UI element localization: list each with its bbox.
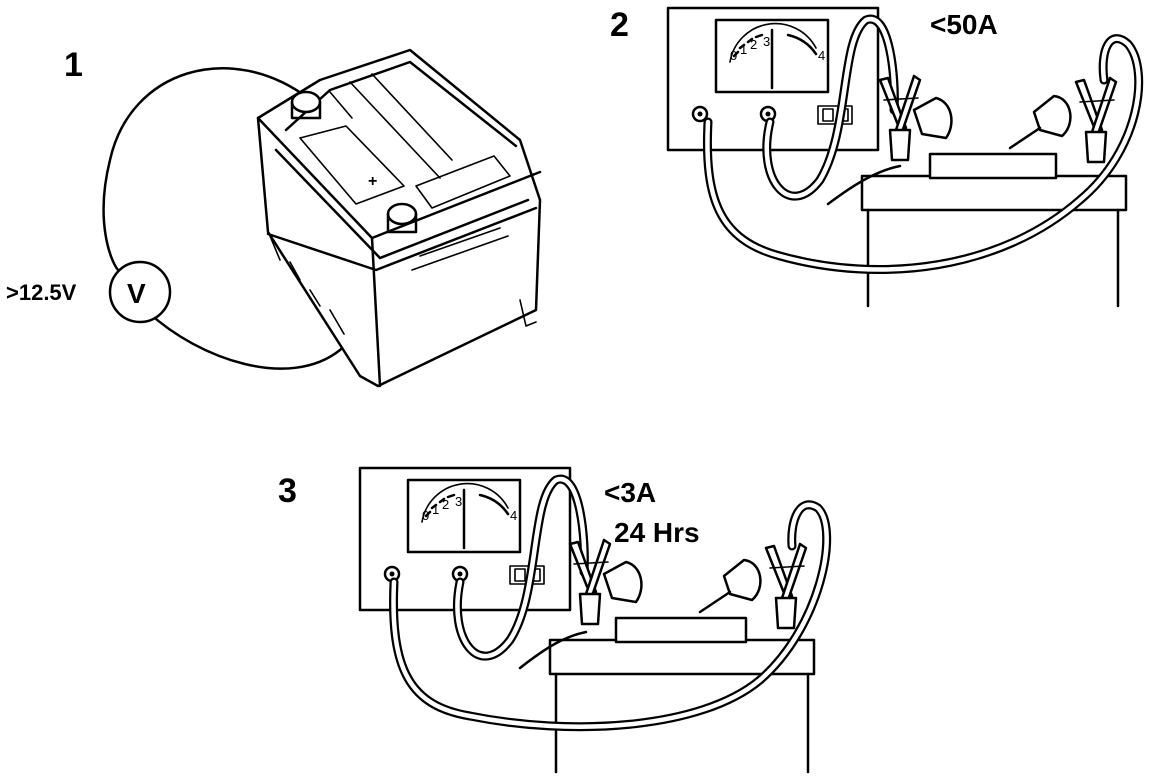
step-2-charge: 2 0 1 2 3 4: [610, 6, 1144, 308]
terminal-cap-icon: [912, 94, 1072, 150]
battery-terminal-positive: [386, 202, 418, 234]
voltmeter-icon: V: [108, 260, 172, 324]
positive-terminal-mark: +: [368, 173, 377, 190]
scale-1: 1: [740, 42, 747, 57]
crocodile-clip-negative-icon-3: [764, 542, 808, 630]
scale-0-b: 0: [422, 508, 429, 523]
scale-0: 0: [730, 48, 737, 63]
charging-leads-3: [389, 474, 832, 732]
voltmeter-symbol: V: [127, 278, 146, 309]
step-1-number: 1: [64, 46, 83, 84]
charging-leads: [702, 14, 1144, 275]
ammeter-gauge-icon-3: 0 1 2 3 4: [422, 494, 517, 523]
step-3-duration-label: 24 Hrs: [614, 517, 700, 548]
step-1-voltage-check: 1 +: [6, 46, 542, 388]
terminal-cap-icon-3: [602, 558, 762, 614]
step-3-slow-charge: 3 0 1 2 3 4 <3A: [278, 466, 832, 774]
crocodile-clip-positive-icon-3: [568, 538, 612, 626]
step-2-number: 2: [610, 6, 629, 44]
ammeter-gauge-icon: 0 1 2 3 4: [730, 34, 825, 63]
scale-1-b: 1: [432, 502, 439, 517]
step-2-current-label: <50A: [930, 9, 998, 40]
battery-icon: +: [256, 48, 542, 388]
scale-4: 4: [818, 48, 825, 63]
battery-block-icon-3: [548, 616, 816, 774]
crocodile-clip-positive-icon: [878, 74, 922, 162]
scale-2-b: 2: [442, 497, 449, 512]
voltage-reading-label: >12.5V: [6, 280, 77, 305]
step-3-number: 3: [278, 472, 297, 510]
scale-3-b: 3: [455, 494, 462, 509]
step-3-current-label: <3A: [604, 477, 656, 508]
scale-4-b: 4: [510, 508, 517, 523]
battery-block-icon: [860, 152, 1128, 308]
scale-3: 3: [763, 34, 770, 49]
battery-terminal-negative: [290, 90, 322, 120]
scale-2: 2: [750, 37, 757, 52]
crocodile-clip-negative-icon: [1074, 76, 1118, 164]
